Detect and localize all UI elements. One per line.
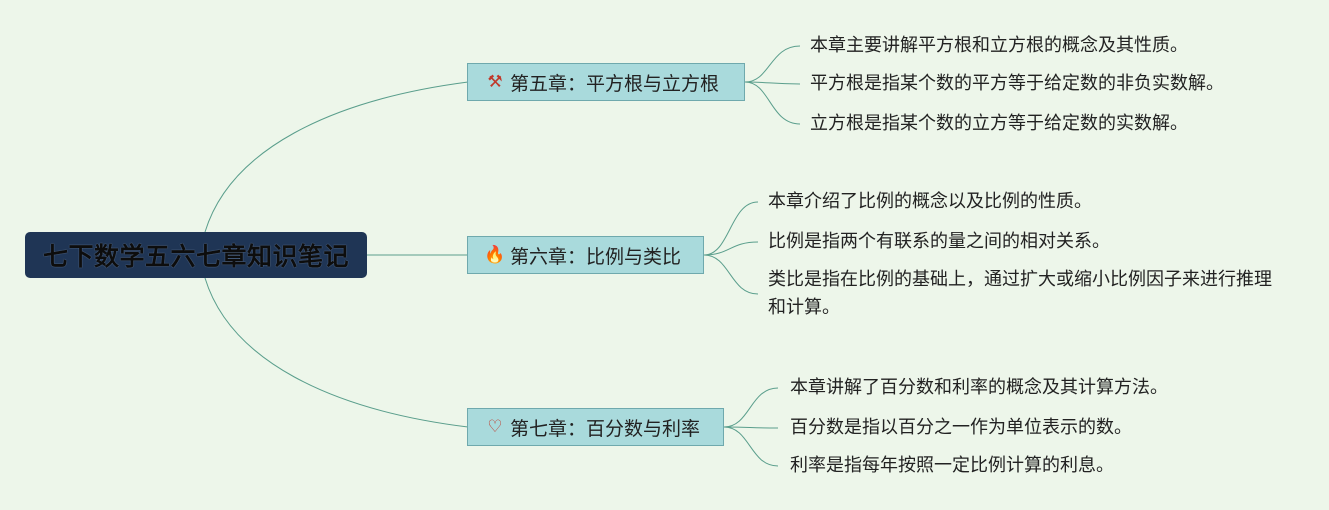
leaf-text[interactable]: 立方根是指某个数的立方等于给定数的实数解。 [810, 113, 1188, 134]
branch-chapter-5[interactable]: ⚒ 第五章：平方根与立方根 [467, 63, 745, 101]
link-b2-l3 [703, 254, 759, 295]
link-b2-l2 [703, 241, 759, 256]
link-b1-l3 [744, 81, 801, 125]
leaf-text[interactable]: 类比是指在比例的基础上，通过扩大或缩小比例因子来进行推理和计算。 [768, 269, 1272, 318]
link-b2-l1 [703, 201, 759, 256]
branch-chapter-7[interactable]: ♡ 第七章：百分数与利率 [467, 408, 724, 446]
link-b3-l3 [723, 426, 779, 467]
link-b1-l2 [744, 81, 801, 85]
leaf-text[interactable]: 本章介绍了比例的概念以及比例的性质。 [768, 191, 1092, 212]
branch-label: 第七章：百分数与利率 [510, 417, 701, 440]
link-b1-l1 [744, 45, 801, 83]
magic-wand-icon: ⚒ [487, 72, 503, 92]
leaf-text[interactable]: 本章讲解了百分数和利率的概念及其计算方法。 [790, 377, 1168, 398]
branch-label: 第六章：比例与类比 [510, 245, 682, 268]
branch-label: 第五章：平方根与立方根 [510, 72, 720, 95]
link-b3-l2 [723, 426, 779, 429]
link-root-branch-3 [204, 277, 469, 428]
heart-icon: ♡ [487, 417, 503, 437]
root-topic-label: 七下数学五六七章知识笔记 [42, 242, 349, 271]
leaf-text[interactable]: 本章主要讲解平方根和立方根的概念及其性质。 [810, 35, 1188, 56]
leaf-text[interactable]: 利率是指每年按照一定比例计算的利息。 [790, 455, 1114, 476]
branch-chapter-6[interactable]: 🔥 第六章：比例与类比 [467, 236, 704, 274]
root-topic[interactable]: 七下数学五六七章知识笔记 [25, 232, 367, 278]
leaf-text[interactable]: 百分数是指以百分之一作为单位表示的数。 [790, 417, 1132, 438]
link-root-branch-1 [204, 81, 469, 233]
leaf-text[interactable]: 比例是指两个有联系的量之间的相对关系。 [768, 231, 1110, 252]
leaf-text[interactable]: 平方根是指某个数的平方等于给定数的非负实数解。 [810, 73, 1224, 94]
fire-icon: 🔥 [484, 245, 506, 265]
link-b3-l1 [723, 387, 779, 428]
